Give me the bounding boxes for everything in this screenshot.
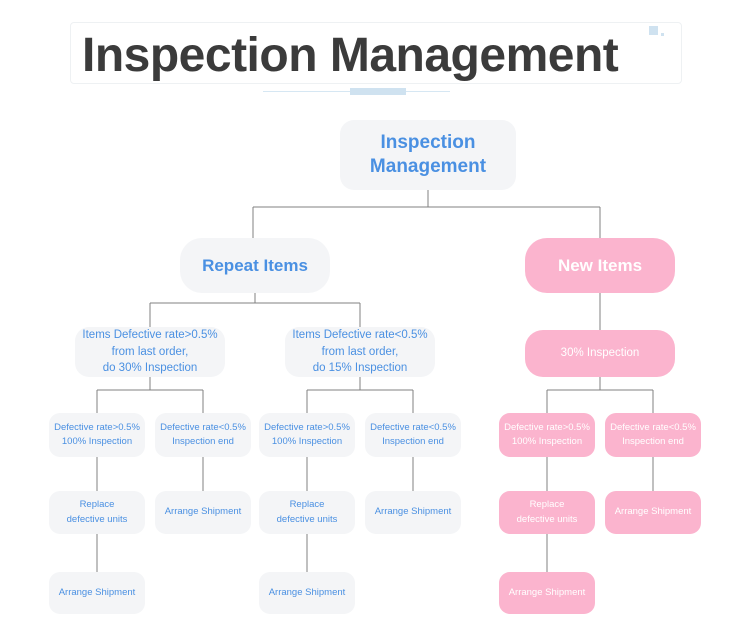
node-label-line1: Items Defective rate<0.5% — [292, 329, 428, 341]
node-label-line2: defective units — [516, 513, 578, 525]
node-new-final-shipment[interactable]: Arrange Shipment — [499, 572, 595, 614]
node-label-line1: Items Defective rate>0.5% — [82, 329, 218, 341]
node-label-line2: Inspection end — [382, 436, 444, 447]
node-repeat-high-rate-under[interactable]: Defective rate<0.5% Inspection end — [155, 413, 251, 457]
node-repeat-high-rate-over[interactable]: Defective rate>0.5% 100% Inspection — [49, 413, 145, 457]
node-new-rate-over[interactable]: Defective rate>0.5% 100% Inspection — [499, 413, 595, 457]
node-repeat-low-rate-over[interactable]: Defective rate>0.5% 100% Inspection — [259, 413, 355, 457]
node-label: Arrange Shipment — [614, 506, 692, 518]
node-label: Arrange Shipment — [508, 586, 586, 598]
node-label-line3: do 30% Inspection — [102, 362, 198, 375]
node-label-line1: Defective rate>0.5% — [264, 421, 350, 433]
node-new-rate-under[interactable]: Defective rate<0.5% Inspection end — [605, 413, 701, 457]
node-label-line2: Inspection end — [172, 436, 234, 447]
node-label-line1: Defective rate<0.5% — [370, 421, 456, 433]
node-label: Arrange Shipment — [58, 586, 136, 598]
node-repeat-low-defect[interactable]: Items Defective rate<0.5% from last orde… — [285, 327, 435, 377]
node-label-line1: Defective rate>0.5% — [54, 421, 140, 433]
node-new-30-inspection[interactable]: 30% Inspection — [525, 330, 675, 377]
node-label: 30% Inspection — [560, 347, 640, 360]
node-label-line2: Inspection end — [622, 436, 684, 447]
node-label-line2: from last order, — [321, 345, 399, 358]
node-label: New Items — [557, 255, 643, 275]
node-label: Arrange Shipment — [268, 586, 346, 598]
node-label: Repeat Items — [202, 255, 308, 275]
node-label-line2: Management — [369, 156, 487, 177]
node-new-items[interactable]: New Items — [525, 238, 675, 293]
node-repeat-low-replace-units[interactable]: Replace defective units — [259, 491, 355, 534]
node-repeat-low-rate-under[interactable]: Defective rate<0.5% Inspection end — [365, 413, 461, 457]
title-divider-accent — [350, 88, 406, 95]
node-repeat-low-arrange-shipment[interactable]: Arrange Shipment — [365, 491, 461, 534]
page-title: Inspection Management — [82, 29, 619, 82]
node-label-line3: do 15% Inspection — [312, 362, 408, 375]
decorative-dot-icon — [661, 33, 664, 36]
node-label: Arrange Shipment — [374, 506, 452, 518]
node-label-line2: 100% Inspection — [61, 436, 133, 447]
title-card — [70, 22, 682, 84]
node-new-arrange-shipment[interactable]: Arrange Shipment — [605, 491, 701, 534]
node-label-line1: Defective rate<0.5% — [610, 421, 696, 433]
node-label-line2: 100% Inspection — [271, 436, 343, 447]
node-label-line1: Inspection — [380, 132, 476, 154]
node-label-line1: Replace — [79, 499, 115, 511]
node-label-line1: Defective rate<0.5% — [160, 421, 246, 433]
node-label-line2: from last order, — [111, 345, 189, 358]
node-new-replace-units[interactable]: Replace defective units — [499, 491, 595, 534]
node-inspection-management[interactable]: Inspection Management — [340, 120, 516, 190]
node-label-line2: defective units — [66, 513, 128, 525]
node-label-line1: Replace — [529, 499, 565, 511]
node-label-line2: defective units — [276, 513, 338, 525]
node-repeat-high-final-shipment[interactable]: Arrange Shipment — [49, 572, 145, 614]
node-label-line2: 100% Inspection — [511, 436, 583, 447]
node-repeat-low-final-shipment[interactable]: Arrange Shipment — [259, 572, 355, 614]
node-label: Arrange Shipment — [164, 506, 242, 518]
node-repeat-high-arrange-shipment[interactable]: Arrange Shipment — [155, 491, 251, 534]
node-repeat-high-replace-units[interactable]: Replace defective units — [49, 491, 145, 534]
node-label-line1: Replace — [289, 499, 325, 511]
node-label-line1: Defective rate>0.5% — [504, 421, 590, 433]
node-repeat-high-defect[interactable]: Items Defective rate>0.5% from last orde… — [75, 327, 225, 377]
node-repeat-items[interactable]: Repeat Items — [180, 238, 330, 293]
decorative-square-icon — [649, 26, 658, 35]
